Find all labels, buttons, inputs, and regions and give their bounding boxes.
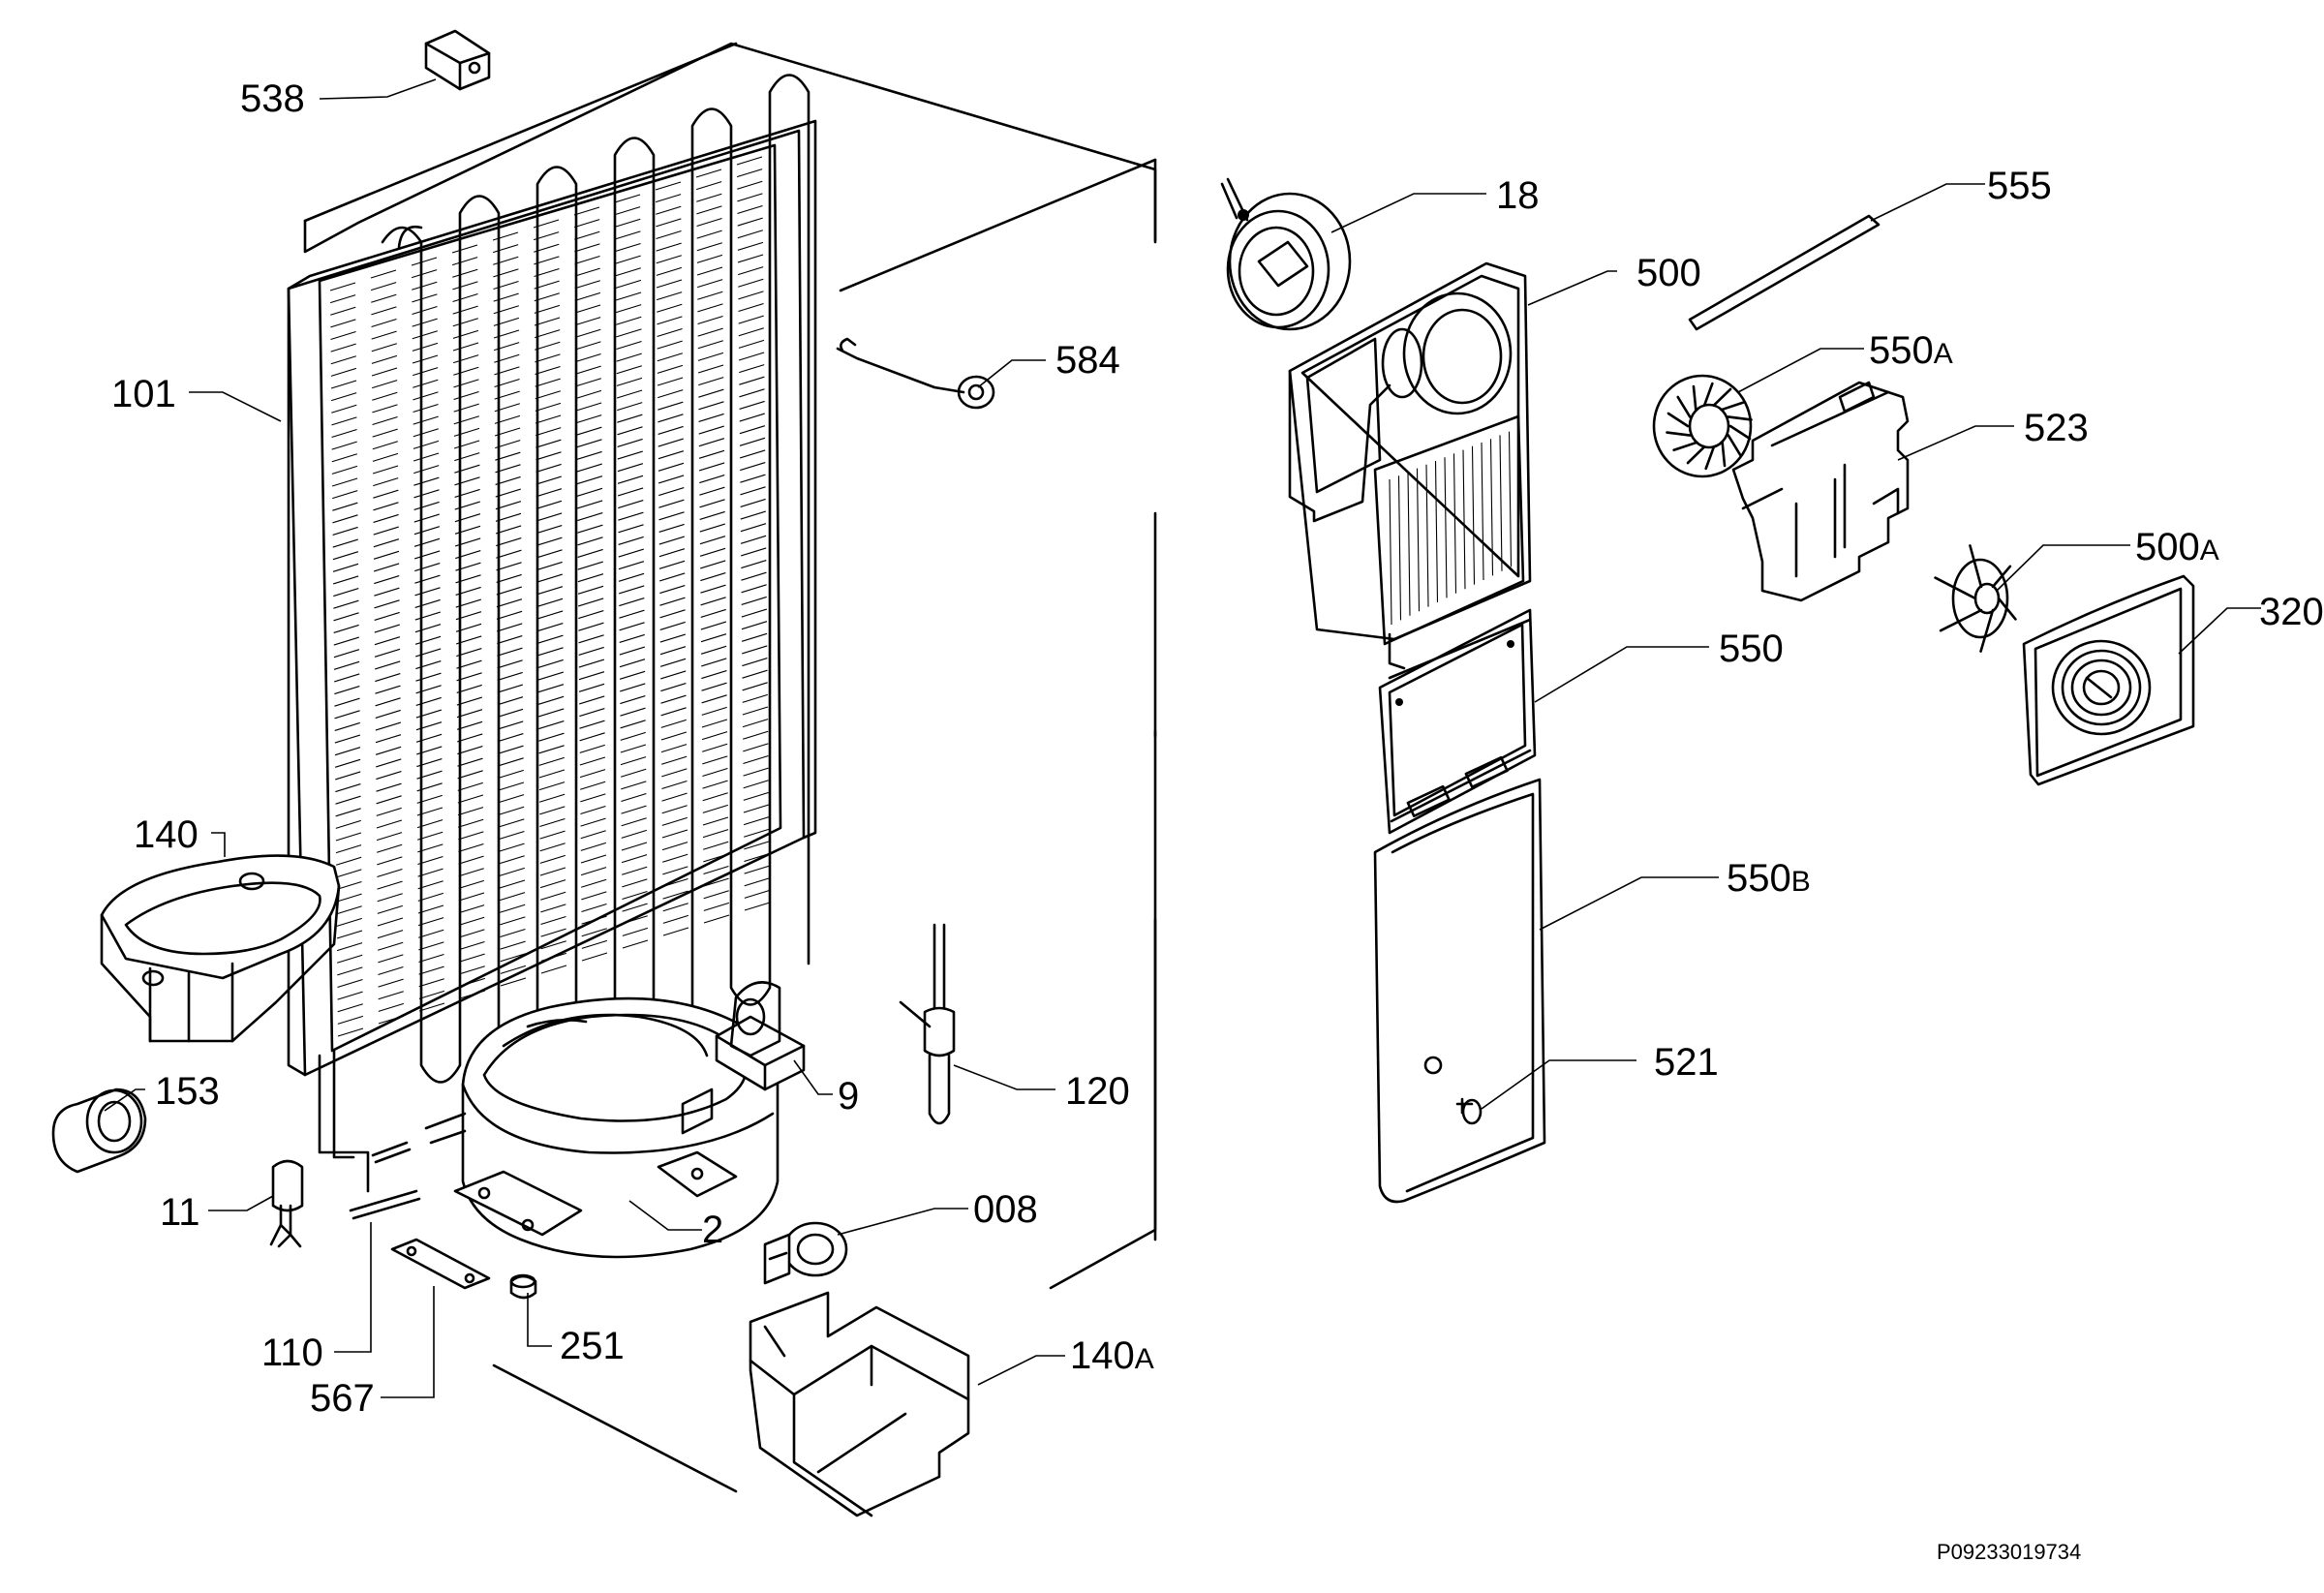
compressor-part-2: [424, 996, 780, 1259]
label-500: 500: [1636, 252, 1701, 294]
leader-lines: [104, 78, 2261, 1398]
label-320: 320: [2259, 591, 2324, 633]
part-18: [1220, 177, 1352, 331]
part-550: [1378, 608, 1537, 835]
label-153: 153: [155, 1070, 220, 1113]
part-567: [390, 1238, 491, 1290]
label-550B: 550B: [1727, 857, 1811, 900]
part-140A: [749, 1291, 970, 1517]
part-500A: [1934, 544, 2017, 653]
part-584: [836, 337, 995, 410]
label-008: 008: [973, 1188, 1038, 1231]
label-2: 2: [702, 1209, 723, 1251]
label-110: 110: [261, 1332, 323, 1374]
part-9: [715, 981, 806, 1091]
part-labels: 538 101 584 140 153 11 110 567 251 2 9 1…: [111, 77, 2324, 1564]
fan-blades: [1666, 382, 1753, 471]
part-320: [2022, 574, 2195, 786]
part-523: [1731, 381, 1910, 602]
label-550A: 550A: [1869, 329, 1953, 372]
part-550A: [1652, 374, 1753, 478]
label-555: 555: [1987, 165, 2052, 207]
label-550: 550: [1719, 628, 1784, 670]
label-251: 251: [560, 1325, 625, 1367]
label-140A: 140A: [1070, 1334, 1154, 1377]
part-538: [424, 29, 491, 91]
evaporator-fins: [1389, 431, 1513, 626]
reference-code: P09233019734: [1937, 1540, 2081, 1564]
part-008: [763, 1221, 848, 1285]
label-18: 18: [1496, 174, 1540, 217]
label-140: 140: [134, 813, 199, 856]
part-120: [899, 923, 956, 1125]
label-101: 101: [111, 373, 176, 415]
cabinet-outline: [303, 42, 1157, 1493]
condenser-part-101: [287, 74, 817, 1193]
label-9: 9: [838, 1075, 859, 1118]
condenser-fins: [329, 156, 771, 1037]
part-140: [100, 854, 341, 1043]
label-538: 538: [240, 77, 305, 120]
part-555: [1688, 214, 1881, 331]
part-550B: [1373, 778, 1546, 1204]
label-567: 567: [310, 1377, 375, 1420]
part-251: [509, 1273, 537, 1300]
part-521: [1455, 1097, 1483, 1125]
label-521: 521: [1654, 1041, 1719, 1084]
fan-blades: [1934, 544, 2017, 653]
part-110: [349, 1141, 421, 1220]
part-11: [269, 1159, 304, 1248]
label-500A: 500A: [2135, 526, 2219, 568]
part-500: [1288, 261, 1532, 670]
label-584: 584: [1055, 339, 1120, 382]
label-523: 523: [2024, 407, 2089, 449]
label-120: 120: [1065, 1070, 1130, 1113]
label-11: 11: [160, 1191, 200, 1234]
part-153: [51, 1088, 147, 1174]
